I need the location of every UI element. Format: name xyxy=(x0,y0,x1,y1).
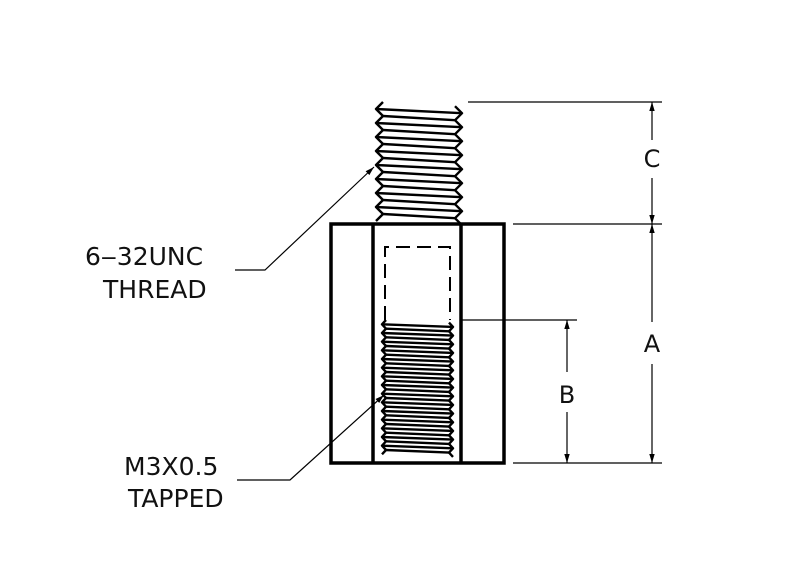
thread-crest-line xyxy=(381,427,454,433)
thread-crest-line xyxy=(375,135,463,143)
thread-root-line xyxy=(382,184,456,192)
thread-root-line xyxy=(385,370,450,376)
tapped-label-line1: M3X0.5 xyxy=(124,452,218,481)
thread-crest-line xyxy=(381,331,454,337)
thread-root-line xyxy=(385,362,450,368)
thread-right-profile xyxy=(453,105,464,227)
thread-crest-line xyxy=(375,149,463,157)
thread-crest-line xyxy=(381,349,454,355)
thread-root-line xyxy=(382,128,456,136)
thread-right-profile xyxy=(447,321,455,458)
stud-thread-label-line2: THREAD xyxy=(102,275,207,304)
thread-root-line xyxy=(382,198,456,206)
thread-crest-line xyxy=(375,205,463,213)
dim-b-label: B xyxy=(559,381,575,409)
dim-a-label: A xyxy=(644,330,661,358)
thread-crest-line xyxy=(381,409,454,415)
thread-root-line xyxy=(385,431,450,437)
thread-root-line xyxy=(385,422,450,428)
hidden-bore-outline xyxy=(384,246,451,320)
thread-crest-line xyxy=(381,366,454,372)
thread-crest-line xyxy=(375,107,463,115)
thread-root-line xyxy=(385,336,450,342)
thread-crest-line xyxy=(375,177,463,185)
thread-crest-line xyxy=(381,357,454,363)
thread-root-line xyxy=(385,396,450,402)
stud-thread-label-line1: 6‒32UNC xyxy=(85,242,203,271)
thread-crest-line xyxy=(381,418,454,424)
thread-root-line xyxy=(385,327,450,333)
thread-root-line xyxy=(382,156,456,164)
thread-root-line xyxy=(382,142,456,150)
thread-crest-line xyxy=(381,323,454,329)
thread-root-line xyxy=(382,114,456,122)
thread-crest-line xyxy=(375,121,463,129)
thread-crest-line xyxy=(375,163,463,171)
thread-crest-line xyxy=(381,444,454,450)
thread-root-line xyxy=(382,170,456,178)
thread-root-line xyxy=(385,405,450,411)
dim-c-label: C xyxy=(644,145,661,173)
tapped-thread xyxy=(380,319,455,458)
thread-root-line xyxy=(385,379,450,385)
thread-left-profile xyxy=(380,319,388,456)
thread-crest-line xyxy=(375,191,463,199)
thread-root-line xyxy=(385,388,450,394)
thread-root-line xyxy=(385,353,450,359)
thread-root-line xyxy=(385,448,450,454)
stud-thread xyxy=(374,101,464,227)
thread-root-line xyxy=(382,212,456,220)
thread-crest-line xyxy=(381,340,454,346)
thread-crest-line xyxy=(381,375,454,381)
thread-left-profile xyxy=(374,101,385,222)
thread-crest-line xyxy=(381,401,454,407)
thread-root-line xyxy=(385,414,450,420)
thread-crest-line xyxy=(381,383,454,389)
thread-crest-line xyxy=(381,435,454,441)
standoff-body xyxy=(329,222,506,465)
tapped-label-line2: TAPPED xyxy=(127,484,224,513)
thread-root-line xyxy=(385,344,450,350)
stud-thread-leader xyxy=(235,166,375,271)
thread-crest-line xyxy=(381,392,454,398)
thread-root-line xyxy=(385,440,450,446)
tapped-thread-leader xyxy=(237,394,385,481)
